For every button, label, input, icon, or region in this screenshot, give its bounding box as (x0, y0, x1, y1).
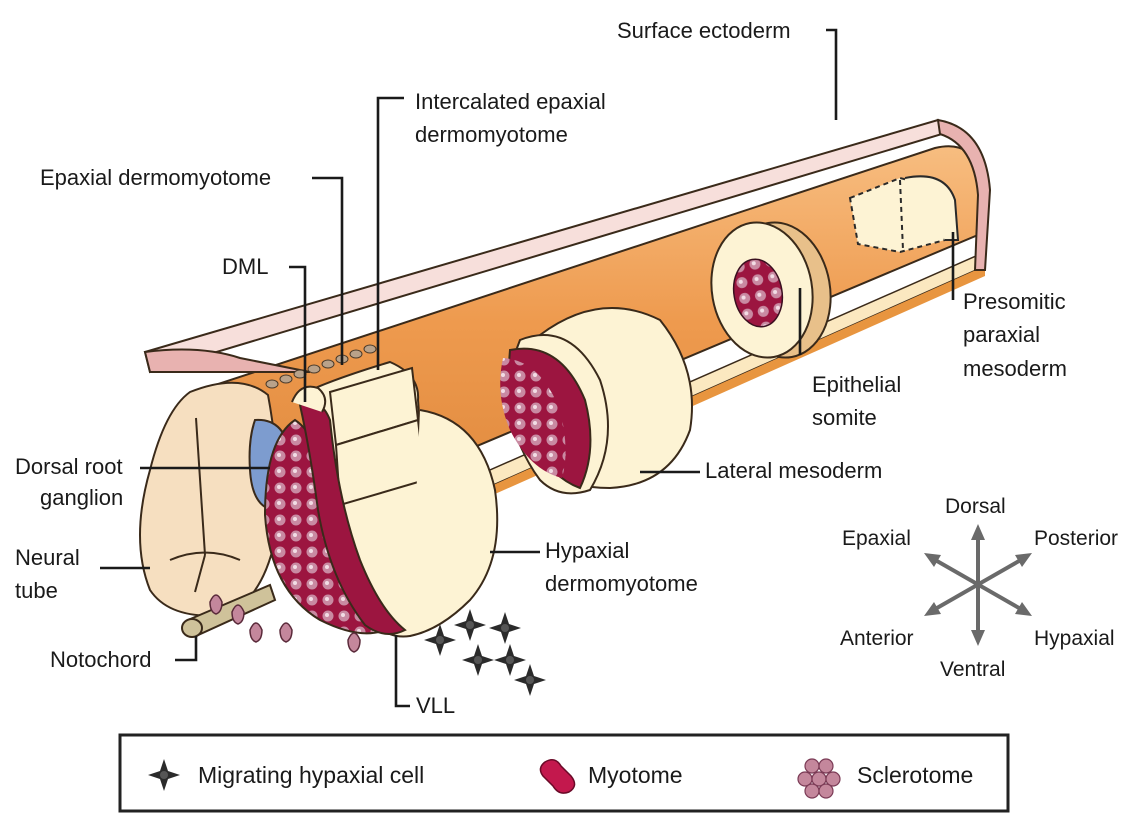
label-hypaxial-1: Hypaxial (545, 538, 629, 563)
label-hypaxial-2: dermomyotome (545, 571, 698, 596)
dir-dorsal: Dorsal (945, 495, 1006, 518)
dir-epaxial: Epaxial (842, 527, 911, 550)
dir-anterior: Anterior (840, 627, 914, 650)
label-epithelial-2: somite (812, 405, 877, 430)
dir-ventral: Ventral (940, 658, 1005, 681)
label-dorsal-root-1: Dorsal root (15, 454, 123, 479)
legend: Migrating hypaxial cell Myotome Scleroto… (120, 735, 1008, 811)
label-neural-1: Neural (15, 545, 80, 570)
label-surface-ectoderm: Surface ectoderm (617, 18, 791, 43)
label-notochord: Notochord (50, 647, 152, 672)
label-lateral-mesoderm: Lateral mesoderm (705, 458, 882, 483)
dir-hypaxial: Hypaxial (1034, 627, 1115, 650)
label-epithelial-1: Epithelial (812, 372, 901, 397)
dir-posterior: Posterior (1034, 527, 1118, 550)
orientation-compass: Dorsal Epaxial Posterior Anterior Hypaxi… (840, 495, 1118, 681)
label-epaxial-dermomyotome: Epaxial dermomyotome (40, 165, 271, 190)
label-presomitic-3: mesoderm (963, 356, 1067, 381)
legend-myotome-label: Myotome (588, 762, 683, 788)
label-presomitic-1: Presomitic (963, 289, 1066, 314)
label-intercalated-2: dermomyotome (415, 122, 568, 147)
legend-migrating-label: Migrating hypaxial cell (198, 762, 424, 788)
legend-sclerotome-label: Sclerotome (857, 762, 973, 788)
label-neural-2: tube (15, 578, 58, 603)
label-presomitic-2: paraxial (963, 322, 1040, 347)
label-intercalated-1: Intercalated epaxial (415, 89, 606, 114)
label-dml: DML (222, 254, 268, 279)
label-dorsal-root-2: ganglion (40, 485, 123, 510)
label-vll: VLL (416, 693, 455, 718)
